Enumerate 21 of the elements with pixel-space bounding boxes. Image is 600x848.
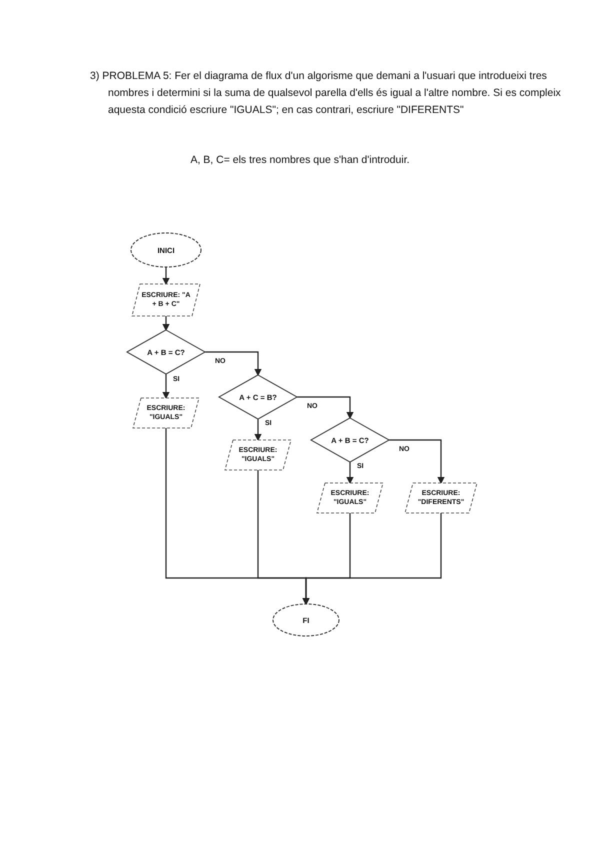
arrow: [205, 351, 262, 376]
output-parallelogram: [225, 440, 291, 470]
arrow: [162, 267, 170, 286]
arrow: [346, 462, 354, 484]
output-parallelogram: [133, 398, 199, 428]
terminal-ellipse: [131, 233, 201, 267]
arrow: [297, 396, 354, 420]
decision-diamond: [127, 330, 205, 374]
arrow: [302, 513, 442, 606]
arrow: [162, 316, 170, 332]
decision-diamond: [311, 418, 389, 462]
arrow: [389, 439, 445, 484]
note-text: A, B, C= els tres nombres que s'han d'introduir.: [189, 154, 411, 166]
arrow: [162, 374, 170, 400]
decision-diamond: [219, 375, 297, 419]
output-parallelogram: [405, 483, 477, 513]
arrow: [254, 419, 262, 442]
output-parallelogram: [132, 284, 200, 316]
problem-statement: 3) PROBLEMA 5: Fer el diagrama de flux d'un algorisme que demani a l'usuari que introdueixi tres nombres i determini si la suma de qualsevol parella d'ells és igual a l'altre nombre. Si es compleix aquesta condició escriure "IGUALS"; en cas contrari, escriure "DIFERENTS": [90, 69, 562, 118]
terminal-ellipse: [273, 604, 339, 636]
output-parallelogram: [317, 483, 383, 513]
